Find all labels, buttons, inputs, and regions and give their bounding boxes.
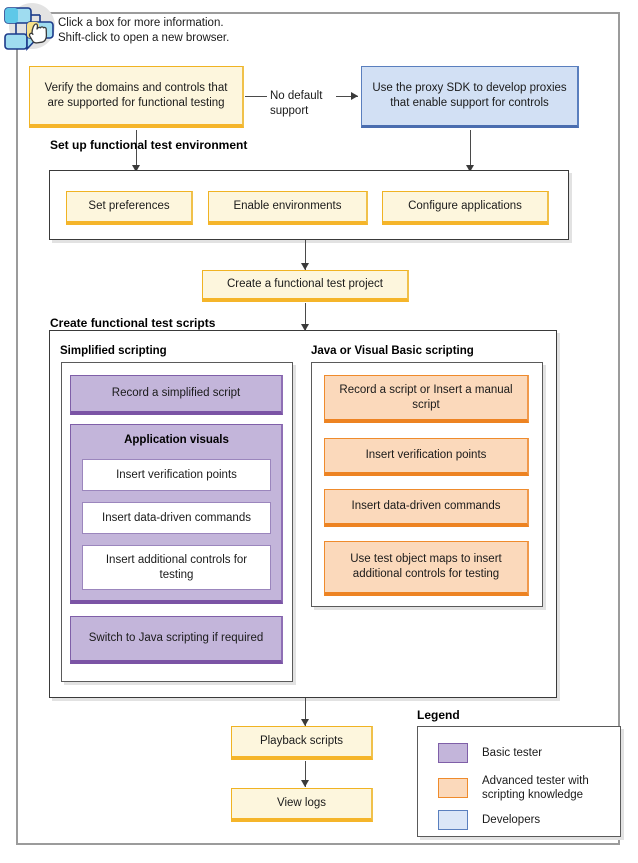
insert-verification-points-box-java[interactable]: Insert verification points xyxy=(324,438,529,476)
proxy-sdk-box[interactable]: Use the proxy SDK to develop proxies tha… xyxy=(361,66,579,128)
arrow-into-create-project xyxy=(301,263,309,270)
verify-domains-box[interactable]: Verify the domains and controls that are… xyxy=(29,66,244,128)
arrow-verify-into-setup xyxy=(132,165,140,172)
connector-project-to-scripts xyxy=(305,303,307,331)
arrow-into-view-logs xyxy=(301,780,309,787)
connector-playback-to-viewlogs xyxy=(305,761,307,787)
arrow-to-sdk-box xyxy=(351,92,358,100)
scripts-section-title: Create functional test scripts xyxy=(50,316,216,330)
java-scripting-title: Java or Visual Basic scripting xyxy=(311,345,474,357)
connector-sdk-down xyxy=(470,130,472,170)
insert-additional-controls-box-simplified[interactable]: Insert additional controls for testing xyxy=(82,545,271,590)
legend-title: Legend xyxy=(417,708,460,722)
header-note-line2: Shift-click to open a new browser. xyxy=(58,32,230,44)
arrow-into-scripts-section xyxy=(301,324,309,331)
switch-to-java-scripting-box[interactable]: Switch to Java scripting if required xyxy=(70,616,283,664)
arrow-into-playback xyxy=(301,719,309,726)
set-preferences-box[interactable]: Set preferences xyxy=(66,191,193,225)
insert-data-driven-commands-box-simplified[interactable]: Insert data-driven commands xyxy=(82,502,271,534)
flowchart-hand-cursor-icon xyxy=(2,2,62,54)
legend-panel: Basic tester Advanced tester with script… xyxy=(417,726,621,837)
simplified-scripting-title: Simplified scripting xyxy=(60,345,167,357)
setup-section-title: Set up functional test environment xyxy=(50,138,248,152)
playback-scripts-box[interactable]: Playback scripts xyxy=(231,726,373,760)
legend-swatch-advanced-tester xyxy=(438,778,468,798)
legend-swatch-basic-tester xyxy=(438,743,468,763)
legend-swatch-developers xyxy=(438,810,468,830)
legend-item-basic-tester: Basic tester xyxy=(438,743,542,763)
legend-item-developers: Developers xyxy=(438,810,540,830)
legend-label-advanced-tester: Advanced tester with scripting knowledge xyxy=(482,775,589,801)
edge-label-no-default-support: No default support xyxy=(270,90,323,117)
use-test-object-maps-box[interactable]: Use test object maps to insert additiona… xyxy=(324,541,529,596)
insert-verification-points-box-simplified[interactable]: Insert verification points xyxy=(82,459,271,491)
connector-verify-to-label xyxy=(245,96,267,98)
configure-applications-box[interactable]: Configure applications xyxy=(382,191,549,225)
application-visuals-title: Application visuals xyxy=(124,434,229,446)
diagram-frame xyxy=(16,12,620,845)
header-note: Click a box for more information. Shift-… xyxy=(58,16,318,46)
connector-label-to-sdk xyxy=(336,96,358,98)
legend-label-basic-tester: Basic tester xyxy=(482,747,543,759)
enable-environments-box[interactable]: Enable environments xyxy=(208,191,368,225)
legend-label-developers: Developers xyxy=(482,814,541,826)
header-note-line1: Click a box for more information. xyxy=(58,17,224,29)
arrow-sdk-into-setup xyxy=(466,165,474,172)
record-or-insert-manual-script-box[interactable]: Record a script or Insert a manual scrip… xyxy=(324,375,529,423)
connector-setup-to-project xyxy=(305,240,307,270)
connector-scripts-to-playback xyxy=(305,698,307,726)
view-logs-box[interactable]: View logs xyxy=(231,788,373,822)
create-project-box[interactable]: Create a functional test project xyxy=(202,270,409,302)
insert-data-driven-commands-box-java[interactable]: Insert data-driven commands xyxy=(324,489,529,527)
legend-item-advanced-tester: Advanced tester with scripting knowledge xyxy=(438,774,600,802)
connector-verify-down xyxy=(136,130,138,170)
record-simplified-script-box[interactable]: Record a simplified script xyxy=(70,375,283,415)
